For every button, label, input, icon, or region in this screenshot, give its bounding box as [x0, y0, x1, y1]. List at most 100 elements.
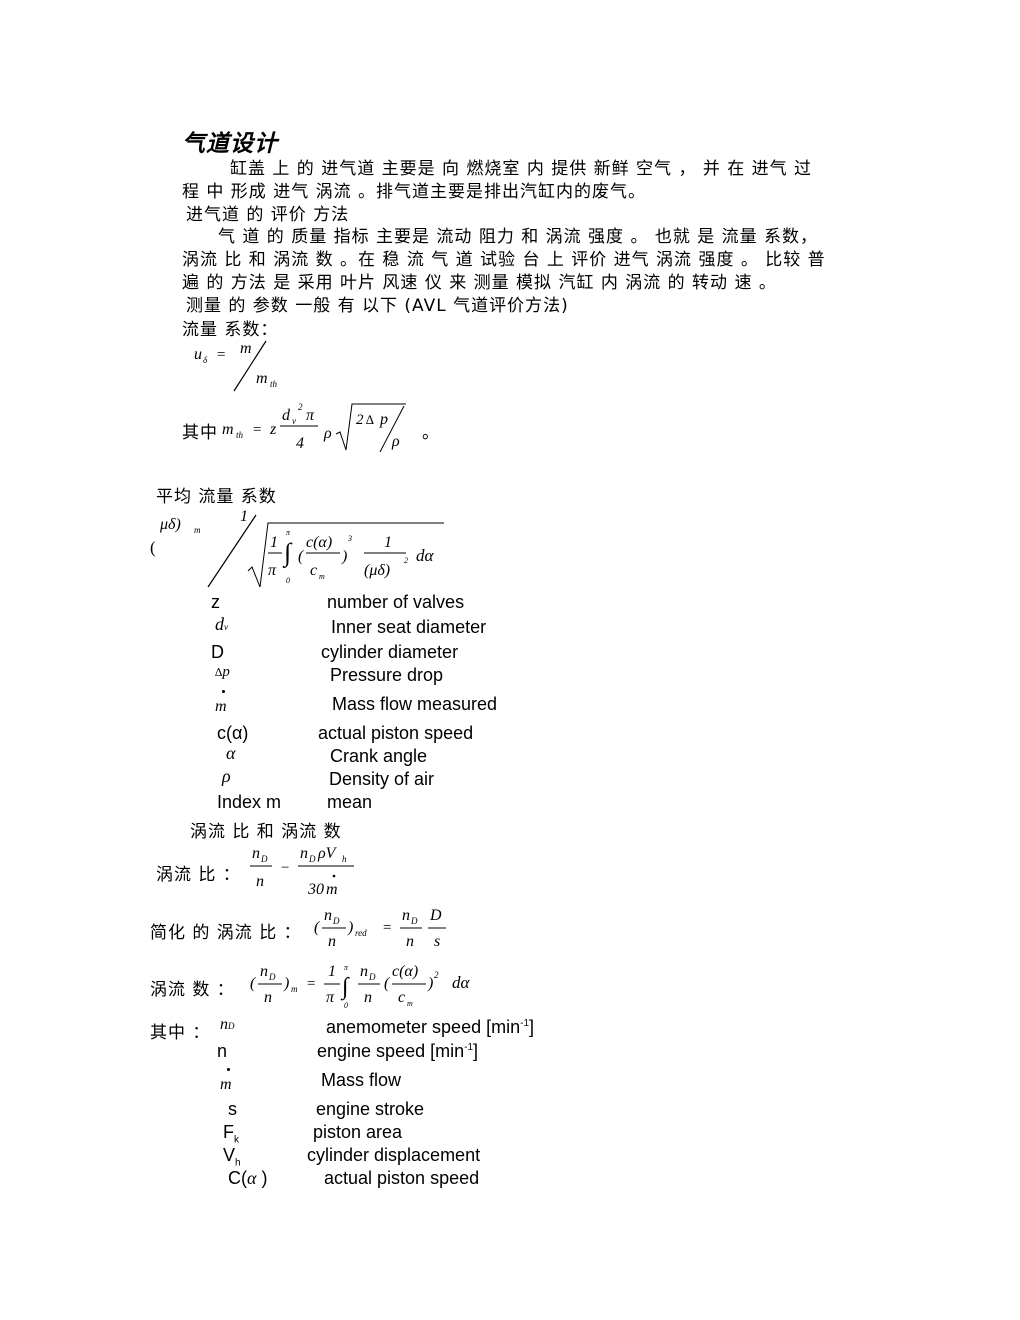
- svg-text:−: −: [280, 860, 290, 876]
- svg-text:c(α): c(α): [306, 534, 332, 551]
- svg-text:ρV: ρV: [317, 845, 338, 862]
- swirl-ratio-label: 涡流 比 ：: [156, 865, 241, 885]
- eval-line-1: 气 道 的 质量 指标 主要是 流动 阻力 和 涡流 强度 。 也就 是 流量 …: [218, 227, 819, 247]
- legend2-symbol-s: s: [228, 1099, 237, 1119]
- legend-symbol-dv: dv: [215, 614, 228, 634]
- svg-text:n: n: [406, 933, 414, 950]
- legend-symbol-m-dot: m: [215, 698, 227, 715]
- legend-desc-number-of-valves: number of valves: [327, 592, 465, 612]
- legend2-desc-anemometer-speed: anemometer speed [min-1]: [326, 1017, 535, 1037]
- legend2-symbol-nD: nD: [220, 1016, 235, 1033]
- svg-text:n: n: [252, 845, 260, 862]
- svg-text:): ): [283, 975, 289, 992]
- svg-text:D: D: [368, 972, 376, 982]
- svg-text:2: 2: [356, 412, 364, 428]
- swirl-ratio-formula: n D n − n D ρV h 30 m: [250, 845, 354, 898]
- svg-text:1: 1: [270, 534, 278, 551]
- where-prefix: 其中: [182, 423, 218, 443]
- svg-text:D: D: [332, 916, 340, 926]
- svg-text:): ): [341, 548, 347, 565]
- svg-text:dα: dα: [452, 973, 471, 992]
- svg-text:π: π: [306, 407, 315, 424]
- svg-text:1: 1: [240, 508, 248, 525]
- svg-text:): ): [427, 975, 433, 992]
- legend-desc-pressure-drop: Pressure drop: [330, 665, 444, 685]
- legend2-desc-actual-piston-speed: actual piston speed: [324, 1168, 480, 1188]
- svg-text:π: π: [344, 963, 349, 972]
- svg-text:(: (: [250, 975, 257, 992]
- flow-coefficient-label: 流量 系数：: [182, 320, 279, 340]
- svg-text:m: m: [240, 340, 252, 357]
- doc-title: 气道设计: [182, 131, 278, 157]
- svg-text:m: m: [319, 572, 325, 581]
- legend-symbol-delta-p: ∆p: [215, 664, 230, 680]
- svg-text:n: n: [324, 907, 332, 924]
- legend-symbol-c-alpha: c(α): [217, 723, 249, 743]
- svg-text:red: red: [355, 928, 367, 938]
- flow-coefficient-formula: u δ = m m th: [194, 340, 278, 392]
- dot-accent-2: [227, 1068, 230, 1071]
- svg-text:n: n: [360, 963, 368, 980]
- svg-text:ρ: ρ: [391, 433, 400, 450]
- open-paren: (: [150, 538, 156, 557]
- legend2-symbol-n: n: [217, 1041, 228, 1061]
- svg-text:1: 1: [328, 963, 336, 980]
- legend2-symbol-m-dot: m: [220, 1076, 232, 1093]
- svg-text:): ): [347, 919, 353, 936]
- legend-desc-mean: mean: [327, 792, 373, 812]
- svg-text:μδ): μδ): [159, 516, 181, 533]
- legend-desc-cylinder-diameter: cylinder diameter: [321, 642, 459, 662]
- legend-desc-density-of-air: Density of air: [329, 769, 435, 789]
- legend2-symbol-Fk: Fk: [223, 1122, 239, 1146]
- legend2-desc-piston-area: piston area: [313, 1122, 403, 1142]
- svg-text:m: m: [291, 984, 298, 994]
- svg-text:ρ: ρ: [323, 425, 332, 442]
- svg-text:=: =: [382, 920, 392, 936]
- svg-text:3: 3: [347, 534, 352, 543]
- svg-text:∫: ∫: [282, 538, 293, 568]
- svg-text:z: z: [269, 421, 277, 438]
- swirl-number-formula: ( n D n ) m = 1 π ∫ π 0 n D n ( c(α) c m…: [250, 963, 471, 1010]
- theoretical-mass-flow-formula: m th = z d v 2 π 4 ρ 2 ∆ p ρ: [222, 402, 406, 453]
- svg-text:δ: δ: [203, 355, 208, 365]
- svg-text:4: 4: [296, 435, 304, 452]
- svg-text:m: m: [194, 525, 201, 535]
- eval-line-2: 涡流 比 和 涡流 数 。在 稳 流 气 道 试验 台 上 评价 进气 涡流 强…: [182, 250, 826, 270]
- svg-text:n: n: [256, 873, 264, 890]
- svg-text:c(α): c(α): [392, 963, 418, 980]
- svg-text:p: p: [379, 411, 388, 428]
- simplified-swirl-ratio-formula: ( n D n ) red = n D n D s: [314, 907, 446, 950]
- svg-text:n: n: [300, 845, 308, 862]
- params-line: 测量 的 参数 一般 有 以下 (AVL 气道评价方法): [186, 296, 569, 316]
- svg-text:0: 0: [286, 576, 290, 585]
- legend2-symbol-Vh: Vh: [223, 1145, 241, 1169]
- legend-symbol-z: z: [211, 592, 220, 612]
- average-flow-coefficient-formula: μδ) m 1 1 π ∫ π 0 ( c(α) c m ) 3 1 (μδ) …: [159, 508, 444, 588]
- svg-text:n: n: [402, 907, 410, 924]
- where-label-2: 其中 ：: [150, 1023, 211, 1043]
- legend2-symbol-C-alpha: C(α ): [228, 1168, 268, 1188]
- eval-line-3: 遍 的 方法 是 采用 叶片 风速 仪 来 测量 模拟 汽缸 内 涡流 的 转动…: [182, 273, 777, 293]
- svg-text:n: n: [264, 989, 272, 1006]
- legend-desc-crank-angle: Crank angle: [330, 746, 428, 766]
- svg-text:π: π: [268, 562, 277, 579]
- legend-symbol-D: D: [211, 642, 224, 662]
- svg-text:=: =: [252, 422, 262, 438]
- svg-text:2: 2: [404, 556, 408, 565]
- svg-text:π: π: [286, 528, 291, 537]
- svg-text:n: n: [328, 933, 336, 950]
- swirl-heading: 涡流 比 和 涡流 数: [190, 822, 342, 842]
- legend-symbol-alpha: α: [226, 743, 236, 763]
- svg-text:D: D: [308, 854, 316, 864]
- dot-accent: [222, 690, 225, 693]
- svg-text:th: th: [236, 430, 244, 440]
- legend2-desc-cylinder-displacement: cylinder displacement: [307, 1145, 481, 1165]
- legend2-desc-mass-flow: Mass flow: [321, 1070, 402, 1090]
- svg-text:h: h: [342, 854, 347, 864]
- legend2-desc-engine-speed: engine speed [min-1]: [317, 1041, 479, 1061]
- svg-text:th: th: [270, 379, 278, 389]
- svg-text:(: (: [314, 919, 321, 936]
- svg-text:dα: dα: [416, 546, 435, 565]
- svg-text:0: 0: [344, 1001, 348, 1010]
